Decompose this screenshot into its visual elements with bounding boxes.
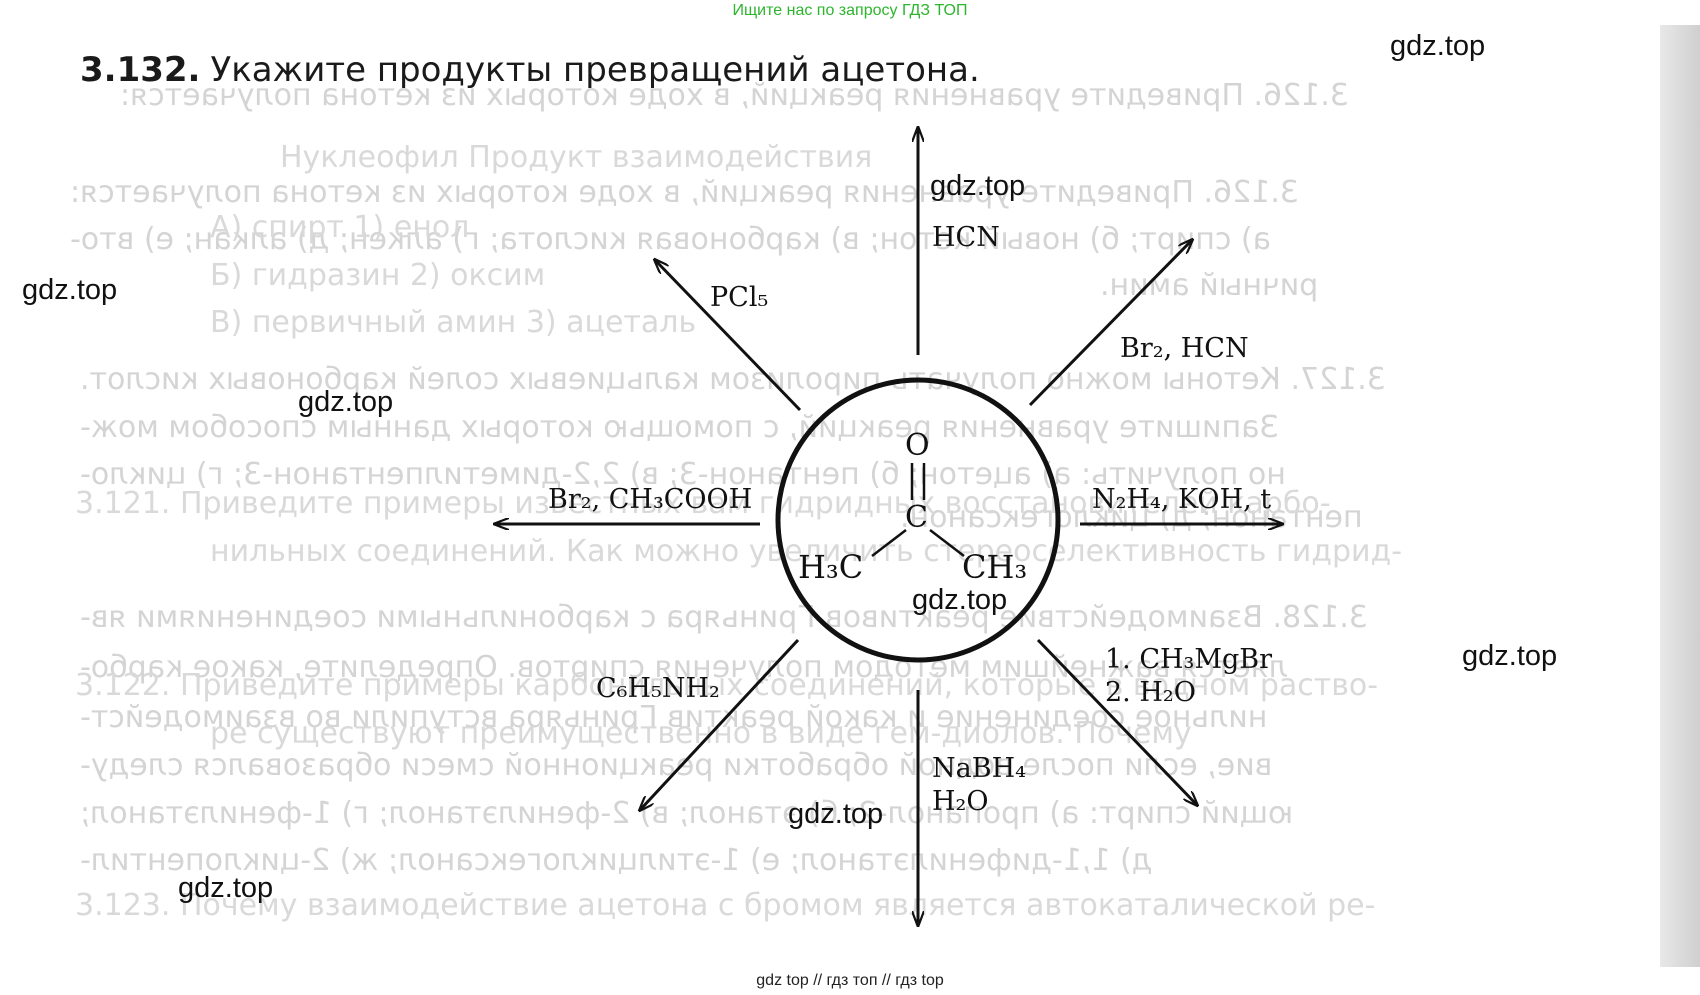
reagent-up: HCN	[932, 222, 1000, 253]
search-hint-banner[interactable]: Ищите нас по запросу ГДЗ ТОП	[732, 2, 968, 19]
methyl-left: H₃C	[798, 548, 864, 586]
watermark: gdz.top	[22, 274, 118, 306]
watermark: gdz.top	[178, 872, 274, 904]
reagent-down-2: H₂O	[932, 786, 989, 817]
watermark: gdz.top	[930, 170, 1026, 202]
watermark: gdz.top	[912, 584, 1008, 616]
page-edge-shadow	[1660, 25, 1700, 967]
arrow-up-right	[1028, 240, 1192, 407]
reagent-down-right-step2: 2. H₂O	[1105, 677, 1196, 708]
bleed-text: Нуклеофил Продукт взаимодействия	[280, 140, 873, 175]
carbon-atom: C	[905, 500, 928, 535]
acetone-circle	[775, 377, 1061, 663]
bond-right	[929, 529, 965, 557]
reagent-down-left: C₆H₅NH₂	[596, 673, 720, 704]
reagent-up-right: Br₂, HCN	[1120, 333, 1249, 364]
methyl-right: CH₃	[962, 548, 1028, 586]
arrow-up-left	[655, 260, 802, 412]
bond-left	[871, 529, 907, 557]
bleed-text: 3.123. Почему взаимодействие ацетона с б…	[75, 888, 1376, 923]
watermark: gdz.top	[1462, 640, 1558, 672]
footer-links[interactable]: gdz top // гдз топ // гдз top	[756, 972, 944, 989]
reagent-left: Br₂, CH₃COOH	[548, 484, 753, 515]
reagent-right: N₂H₄, KOH, t	[1092, 484, 1272, 515]
arrow-down-left	[640, 638, 800, 810]
watermark: gdz.top	[788, 798, 884, 830]
problem-text: Укажите продукты превращений ацетона.	[210, 50, 980, 90]
watermark: gdz.top	[1390, 30, 1486, 62]
bleed-text: В) первичный амин 3) ацеталь	[210, 305, 697, 340]
oxygen-atom: O	[905, 428, 930, 463]
bleed-text: нильных соединений. Как можно увеличить …	[210, 534, 1403, 569]
bleed-text: 3.122. Приведите примеры карбонильных со…	[75, 668, 1379, 703]
reagent-down-1: NaBH₄	[932, 753, 1026, 784]
bleed-text: 3.121. Приведите примеры известных вам г…	[75, 486, 1331, 521]
problem-number: 3.132.	[80, 50, 201, 90]
watermark: gdz.top	[298, 386, 394, 418]
reagent-up-left: PCl₅	[710, 282, 769, 313]
arrow-down-right	[1036, 638, 1197, 805]
bleed-text: А) спирт 1) енол	[210, 210, 470, 245]
bleed-text: Б) гидразин 2) оксим	[210, 258, 546, 293]
reagent-down-right-step1: 1. CH₃MgBr	[1105, 644, 1273, 675]
problem-title: 3.132.Укажите продукты превращений ацето…	[80, 50, 980, 90]
